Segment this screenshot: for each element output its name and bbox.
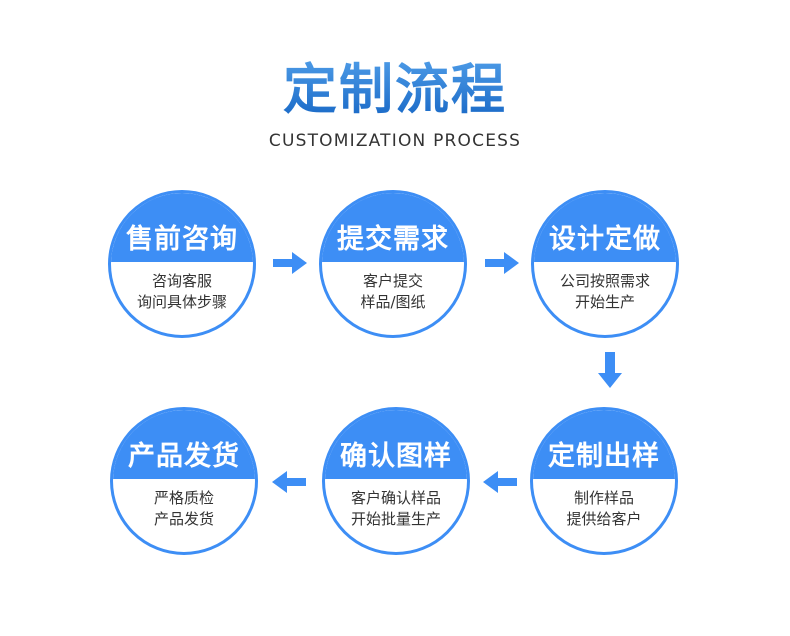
step-desc-line: 公司按照需求 — [559, 272, 650, 290]
step-desc-line: 客户确认样品 — [350, 489, 441, 507]
step-title: 确认图样 — [340, 441, 452, 472]
step-desc-line: 制作样品 — [573, 489, 634, 507]
arrow-left-icon — [272, 471, 306, 493]
step-description: 咨询客服 询问具体步骤 — [111, 262, 253, 313]
step-description: 公司按照需求 开始生产 — [534, 262, 676, 313]
arrow-left-icon — [483, 471, 517, 493]
page-title: 定制流程 — [0, 56, 790, 124]
step-desc-line: 严格质检 — [153, 489, 214, 507]
step-description: 制作样品 提供给客户 — [533, 479, 675, 530]
step-desc-line: 样品/图纸 — [360, 293, 426, 311]
step-description: 客户确认样品 开始批量生产 — [325, 479, 467, 530]
step-desc-line: 客户提交 — [362, 272, 423, 290]
step-circle-product-shipping: 产品发货 严格质检 产品发货 — [110, 407, 258, 555]
step-title: 售前咨询 — [126, 224, 238, 255]
step-desc-line: 产品发货 — [153, 510, 214, 528]
step-title: 产品发货 — [128, 441, 240, 472]
step-circle-header: 提交需求 — [322, 193, 464, 262]
arrow-right-icon — [485, 252, 519, 274]
arrow-right-icon — [273, 252, 307, 274]
arrow-down-icon — [598, 352, 622, 388]
step-title: 定制出样 — [548, 441, 660, 472]
step-desc-line: 提供给客户 — [566, 510, 642, 528]
step-circle-confirm-drawing: 确认图样 客户确认样品 开始批量生产 — [322, 407, 470, 555]
step-title: 设计定做 — [549, 224, 661, 255]
step-desc-line: 咨询客服 — [151, 272, 212, 290]
step-description: 严格质检 产品发货 — [113, 479, 255, 530]
step-circle-custom-sample: 定制出样 制作样品 提供给客户 — [530, 407, 678, 555]
step-circle-header: 定制出样 — [533, 410, 675, 479]
step-title: 提交需求 — [337, 224, 449, 255]
step-circle-header: 设计定做 — [534, 193, 676, 262]
step-circle-design-customize: 设计定做 公司按照需求 开始生产 — [531, 190, 679, 338]
step-desc-line: 开始生产 — [574, 293, 635, 311]
step-desc-line: 询问具体步骤 — [136, 293, 227, 311]
page-subtitle: CUSTOMIZATION PROCESS — [268, 131, 522, 151]
step-circle-submit-requirements: 提交需求 客户提交 样品/图纸 — [319, 190, 467, 338]
step-description: 客户提交 样品/图纸 — [322, 262, 464, 313]
step-circle-header: 确认图样 — [325, 410, 467, 479]
step-circle-presale-consult: 售前咨询 咨询客服 询问具体步骤 — [108, 190, 256, 338]
step-desc-line: 开始批量生产 — [350, 510, 441, 528]
step-circle-header: 产品发货 — [113, 410, 255, 479]
step-circle-header: 售前咨询 — [111, 193, 253, 262]
